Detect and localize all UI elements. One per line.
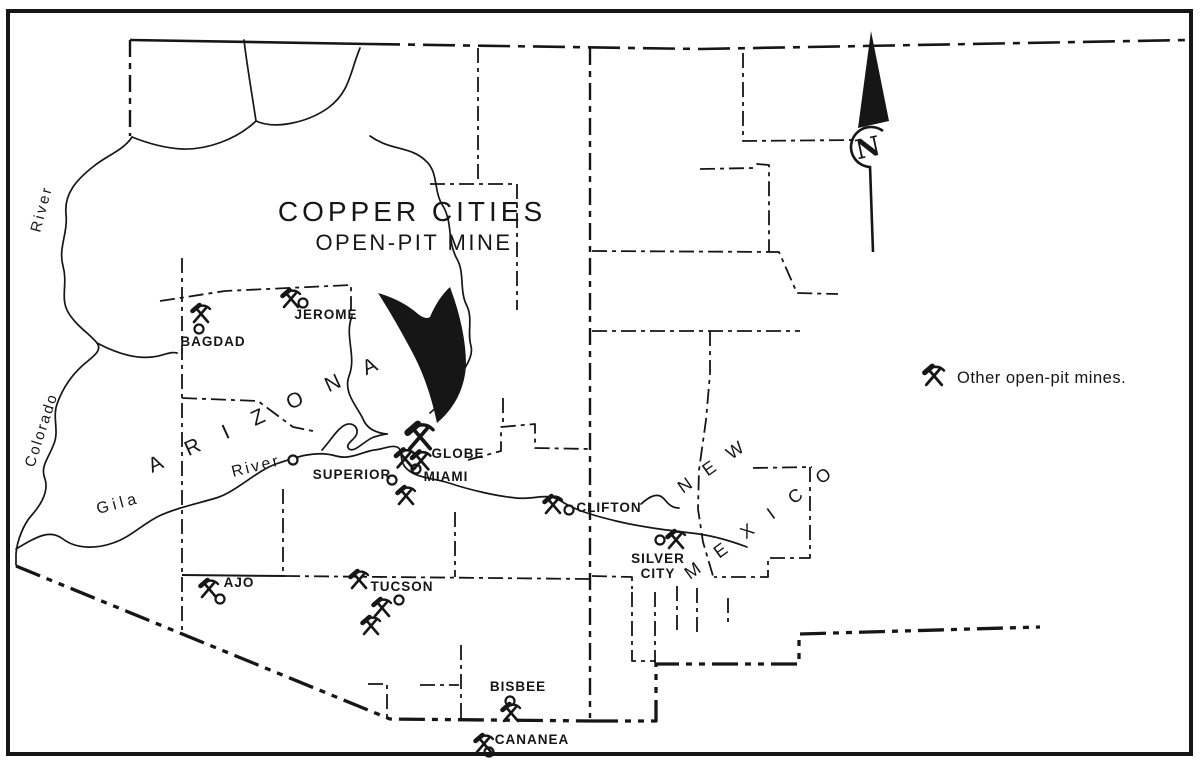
county-line xyxy=(752,466,813,469)
mine-icon xyxy=(283,290,301,307)
mine-icon xyxy=(545,496,563,513)
mine-icon xyxy=(193,305,211,322)
county-line xyxy=(591,575,633,589)
town-label-jerome: JEROME xyxy=(294,307,357,322)
town-label-tucson: TUCSON xyxy=(371,579,434,594)
town-label-clifton: CLIFTON xyxy=(576,500,641,515)
town-circle xyxy=(563,504,575,516)
north-arrow-triangle xyxy=(858,31,889,128)
county-line xyxy=(467,423,591,461)
colorado-river-west-border xyxy=(15,136,133,566)
town-label-bagdad: BAGDAD xyxy=(180,334,245,349)
north-arrow: N xyxy=(849,31,889,253)
mine-icon xyxy=(351,571,369,588)
town-circle xyxy=(297,297,309,309)
mine-icon xyxy=(668,531,686,548)
markers-layer: JEROME BAGDAD GLOBE MIAMI SUPERIOR CLIFTON SIL… xyxy=(22,184,852,758)
county-line xyxy=(159,284,352,316)
north-arrow-stem xyxy=(868,165,875,253)
little-colorado-branch xyxy=(243,39,257,122)
san-francisco-river-clifton xyxy=(640,494,680,509)
mine-icon xyxy=(503,704,521,721)
arizona-north-border xyxy=(129,38,369,46)
town-circle xyxy=(193,323,205,335)
mexico-border-arizona xyxy=(15,564,593,723)
town-circle xyxy=(393,594,405,606)
town-circle xyxy=(214,593,226,605)
mine-icon xyxy=(374,599,392,616)
state-label-new: NEW xyxy=(674,428,762,498)
legend: Other open-pit mines. xyxy=(925,366,1126,387)
north-arrow-circle xyxy=(849,125,884,169)
mexico-border-new-mexico xyxy=(592,625,1041,723)
colorado-river-west-bend xyxy=(131,120,257,150)
colorado-river-upper-branch xyxy=(255,47,361,126)
town-label-bisbee: BISBEE xyxy=(490,679,546,694)
river-label-river: River xyxy=(230,452,282,481)
county-line xyxy=(430,183,518,310)
mine-icon xyxy=(363,617,381,634)
town-circle xyxy=(410,463,422,475)
town-label-superior: SUPERIOR xyxy=(313,467,392,482)
north-border-dash xyxy=(367,38,1189,51)
county-line xyxy=(181,397,314,432)
map-title-line1: COPPER CITIES xyxy=(278,196,546,227)
bill-williams-tributary xyxy=(96,342,178,359)
river-label-river: River xyxy=(27,184,56,234)
town-label-ajo: AJO xyxy=(224,575,255,590)
hammer-and-pick-icon xyxy=(925,366,944,385)
legend-label: Other open-pit mines. xyxy=(957,369,1126,387)
county-line xyxy=(284,575,591,580)
map-title-line2: OPEN-PIT MINE xyxy=(315,230,512,255)
mine-icon xyxy=(412,452,430,470)
borders-layer xyxy=(15,38,1189,723)
rivers-layer xyxy=(15,39,748,566)
verde-river xyxy=(346,315,388,435)
county-line xyxy=(181,574,286,577)
mine-icon xyxy=(398,487,416,504)
county-line xyxy=(631,592,656,662)
salt-river-wiggle xyxy=(321,423,388,451)
town-circle xyxy=(386,474,398,486)
north-letter: N xyxy=(853,131,884,166)
town-label-cananea: CANANEA xyxy=(495,732,570,747)
county-line xyxy=(697,331,714,577)
mine-icon xyxy=(201,580,219,597)
copper-cities-locator-arrow xyxy=(378,287,466,423)
town-label-miami: MIAMI xyxy=(424,469,469,484)
town-label-globe: GLOBE xyxy=(431,446,484,461)
county-line xyxy=(714,467,811,578)
river-label-gila: Gila xyxy=(95,490,142,518)
county-lines-layer xyxy=(159,48,859,720)
county-line xyxy=(591,250,839,295)
county-line xyxy=(742,53,859,142)
town-circle xyxy=(287,454,299,466)
county-line xyxy=(368,683,388,720)
county-line xyxy=(699,163,770,251)
mine-icon xyxy=(408,424,433,449)
map-frame xyxy=(6,9,1193,756)
town-circle xyxy=(654,534,666,546)
